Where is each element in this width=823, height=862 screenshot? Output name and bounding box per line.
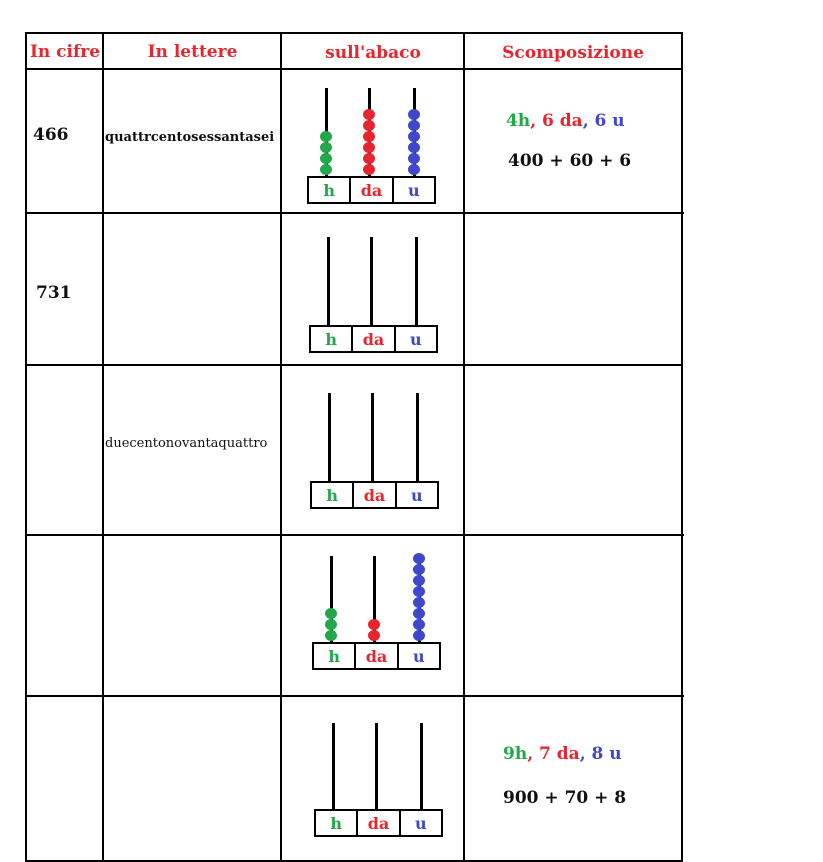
abacus-bead-u (413, 564, 425, 575)
abacus-bead-da (363, 153, 375, 164)
abacus-label-da: da (351, 327, 393, 351)
abacus-rod-h (327, 237, 330, 325)
abacus-label-h: h (325, 329, 337, 349)
abacus-bead-da (363, 120, 375, 131)
row-5-decomposition-sum: 900 + 70 + 8 (503, 788, 627, 808)
abacus-rod-da (373, 556, 376, 642)
abacus-bead-u (408, 120, 420, 131)
abacus-label-u: u (396, 644, 439, 668)
abacus-bead-da (363, 109, 375, 120)
abacus-rod-u (415, 237, 418, 325)
row-1-decomp-h: 4h (506, 111, 531, 131)
abacus-label-da: da (354, 644, 396, 668)
abacus-rod-da (371, 393, 374, 481)
abacus-bead-u (408, 131, 420, 142)
abacus-label-h: h (330, 813, 342, 833)
abacus-rod-da (375, 723, 378, 809)
row-1-decomp-u: 6 u (594, 111, 625, 131)
row-1-decomposition-sum: 400 + 60 + 6 (508, 151, 632, 171)
abacus-bead-u (408, 153, 420, 164)
abacus-bead-u (413, 586, 425, 597)
abacus-bead-u (413, 575, 425, 586)
row-5-decomp-u: 8 u (591, 744, 622, 764)
row-1-digits: 466 (33, 125, 69, 145)
row-2-digits: 731 (36, 283, 72, 303)
abacus-bead-da (368, 630, 380, 641)
abacus-label-h: h (328, 646, 340, 666)
abacus-label-da: da (352, 483, 394, 507)
row-5-decomp-da: 7 da (539, 744, 580, 764)
row-1-decomposition-digits: 4h, 6 da, 6 u (506, 111, 625, 131)
abacus-rod-u (420, 723, 423, 809)
abacus-rod-da (370, 237, 373, 325)
abacus-bead-da (368, 619, 380, 630)
row-1-words: quattrcentosessantasei (105, 130, 275, 145)
abacus-bead-u (408, 142, 420, 153)
row-1-decomp-da: 6 da (542, 111, 583, 131)
abacus-label-h: h (326, 485, 338, 505)
header-scomposizione: Scomposizione (502, 42, 644, 63)
abacus-rod-h (332, 723, 335, 809)
row-5-decomp-h: 9h (503, 744, 528, 764)
abacus-bead-h (320, 131, 332, 142)
abacus-label-u: u (398, 811, 441, 835)
abacus-bead-da (363, 131, 375, 142)
row-5-decomposition-digits: 9h, 7 da, 8 u (503, 744, 622, 764)
abacus-bead-h (320, 164, 332, 175)
header-in-cifre: In cifre (29, 41, 101, 62)
abacus-label-h: h (323, 180, 335, 200)
abacus-bead-h (325, 630, 337, 641)
abacus-bead-u (413, 619, 425, 630)
abacus-bead-u (413, 597, 425, 608)
abacus-bead-u (413, 608, 425, 619)
abacus-label-u: u (394, 483, 437, 507)
abacus-label-da: da (349, 178, 391, 202)
abacus-bead-u (408, 109, 420, 120)
abacus-rod-h (330, 556, 333, 642)
abacus-rod-h (328, 393, 331, 481)
abacus-rod-u (416, 393, 419, 481)
header-sull-abaco: sull'abaco (325, 42, 421, 63)
abacus-bead-u (413, 553, 425, 564)
row-3-words: duecentonovantaquattro (105, 436, 268, 451)
header-in-lettere: In lettere (147, 41, 238, 62)
abacus-bead-da (363, 164, 375, 175)
abacus-label-u: u (393, 327, 436, 351)
abacus-bead-h (325, 619, 337, 630)
abacus-bead-h (325, 608, 337, 619)
abacus-label-da: da (356, 811, 398, 835)
abacus-bead-h (320, 153, 332, 164)
abacus-bead-u (408, 164, 420, 175)
abacus-label-u: u (391, 178, 434, 202)
abacus-bead-da (363, 142, 375, 153)
abacus-bead-u (413, 630, 425, 641)
abacus-bead-h (320, 142, 332, 153)
